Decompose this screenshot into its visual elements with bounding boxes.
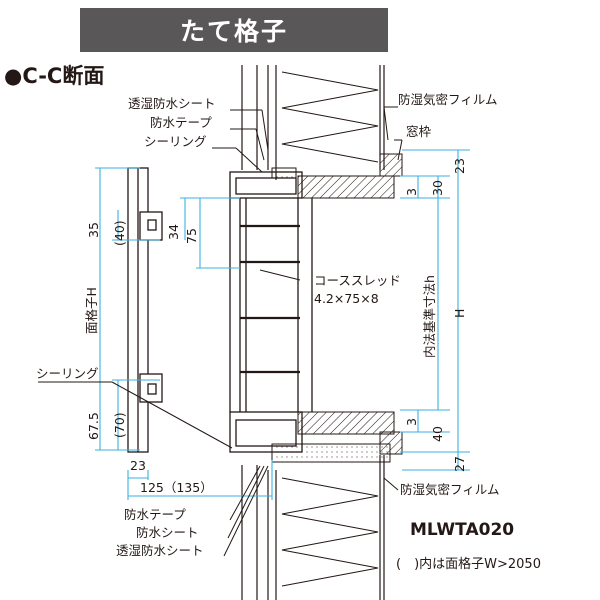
dim-grid-h: 面格子H bbox=[84, 287, 99, 334]
label-moisture-film-bottom: 防湿気密フィルム bbox=[400, 482, 500, 497]
wall-upper bbox=[241, 65, 385, 180]
label-screw-size: 4.2×75×8 bbox=[314, 291, 379, 306]
leader-lines bbox=[38, 106, 403, 557]
model-code: MLWTA020 bbox=[410, 520, 515, 540]
dim-34: 34 bbox=[166, 224, 181, 240]
window-frame bbox=[229, 171, 313, 453]
label-coarse-screw: コーススレッド bbox=[314, 273, 401, 288]
upper-sill-trim bbox=[379, 153, 403, 177]
dim-40p: (40) bbox=[112, 220, 127, 246]
label-moisture-film-top: 防湿気密フィルム bbox=[398, 92, 498, 107]
label-waterproof-sheet-bottom: 防水シート bbox=[136, 525, 199, 540]
dim-23-top: 23 bbox=[452, 158, 467, 174]
upper-header bbox=[297, 175, 395, 199]
dim-35: 35 bbox=[86, 222, 101, 238]
label-sealing-left: シーリング bbox=[36, 366, 99, 381]
dim-70p: (70) bbox=[112, 412, 127, 438]
screws bbox=[240, 224, 300, 374]
dimension-lines bbox=[95, 149, 470, 500]
insulation-lower bbox=[281, 477, 379, 587]
dim-3-bottom: 3 bbox=[404, 418, 419, 426]
diagram-title: たて格子 bbox=[179, 17, 288, 46]
label-breathable-sheet-top: 透湿防水シート bbox=[128, 96, 216, 111]
dim-30: 30 bbox=[430, 180, 445, 196]
label-window-frame: 窓枠 bbox=[406, 124, 432, 139]
lower-sill bbox=[297, 411, 395, 435]
dim-125: 125（135） bbox=[140, 480, 213, 495]
label-waterproof-tape-bottom: 防水テープ bbox=[124, 507, 186, 522]
dim-H: H bbox=[452, 309, 467, 318]
dim-inner-h: 内法基準寸法h bbox=[422, 275, 437, 358]
dim-23-bottom: 23 bbox=[130, 458, 146, 473]
upper-block bbox=[271, 167, 297, 179]
title-banner: たて格子 bbox=[80, 8, 388, 52]
dim-3-top: 3 bbox=[404, 188, 419, 196]
dim-75: 75 bbox=[184, 228, 199, 244]
lower-block bbox=[271, 443, 391, 463]
label-waterproof-tape-top: 防水テープ bbox=[150, 115, 212, 130]
label-sealing-top: シーリング bbox=[144, 134, 207, 149]
dim-67-5: 67.5 bbox=[86, 412, 101, 440]
dim-40: 40 bbox=[430, 426, 445, 442]
wall-lower bbox=[241, 455, 385, 600]
grille-bar bbox=[127, 167, 163, 453]
label-breathable-sheet-bottom: 透湿防水シート bbox=[116, 543, 204, 558]
note-text: ( )内は面格子W>2050 bbox=[396, 557, 541, 572]
dim-27: 27 bbox=[452, 456, 467, 472]
insulation-upper bbox=[281, 71, 379, 163]
section-label: ●C-C断面 bbox=[4, 64, 105, 88]
